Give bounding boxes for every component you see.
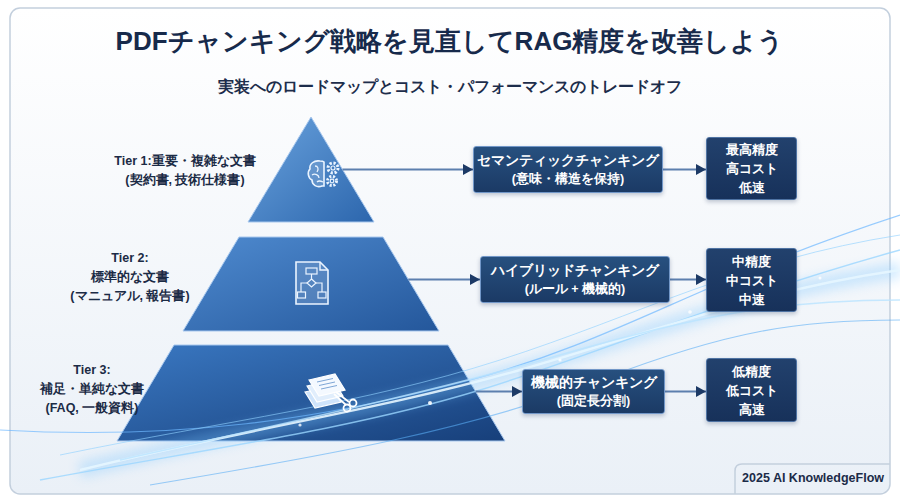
pyramid-tier: Tier 3:補足・単純な文書(FAQ, 一般資料) — [117, 345, 505, 441]
tier-label: Tier 3:補足・単純な文書(FAQ, 一般資料) — [17, 361, 167, 418]
tier-text: 標準的な文書 — [45, 268, 215, 287]
result-text: 最高精度 — [726, 140, 778, 159]
footer-note: 2025 AI KnowledgeFlow — [742, 471, 884, 485]
pyramid-tier: Tier 1:重要・複雑な文書(契約書, 技術仕様書) — [248, 117, 374, 222]
tier-text: Tier 3: — [17, 361, 167, 380]
subtitle: 実装へのロードマップとコスト・パフォーマンスのトレードオフ — [0, 77, 900, 98]
sparkle — [558, 358, 561, 361]
result-box: 低精度低コスト高速 — [706, 358, 797, 422]
result-text: 低速 — [739, 178, 765, 197]
method-box: 機械的チャンキング(固定長分割) — [522, 369, 665, 414]
result-text: 中精度 — [732, 252, 771, 271]
pyramid-layer-shape — [117, 345, 505, 441]
method-text: (ルール + 機械的) — [525, 280, 626, 298]
tier-text: (FAQ, 一般資料) — [17, 399, 167, 418]
flow-arrow — [670, 279, 706, 281]
flow-arrow — [663, 169, 706, 171]
tier-text: Tier 2: — [45, 249, 215, 268]
light-streak — [60, 235, 900, 455]
result-text: 低精度 — [732, 362, 771, 381]
pyramid-layer — [117, 345, 505, 441]
tier-text: Tier 1:重要・複雑な文書 — [85, 152, 285, 171]
flow-arrow — [476, 391, 522, 393]
sparkle — [819, 277, 822, 280]
flow-arrow — [343, 169, 474, 171]
tier-label: Tier 1:重要・複雑な文書(契約書, 技術仕様書) — [85, 152, 285, 190]
diagram-title: PDFチャンキング戦略を見直してRAG精度を改善しよう — [0, 24, 900, 59]
pyramid-tier: Tier 2:標準的な文書(マニュアル, 報告書) — [183, 237, 439, 331]
pyramid-layer — [248, 117, 374, 222]
method-text: 機械的チャンキング — [531, 374, 657, 392]
footer-tab — [735, 464, 890, 494]
tier-text: 補足・単純な文書 — [17, 380, 167, 399]
light-streak — [40, 250, 900, 480]
method-text: (意味・構造を保持) — [512, 170, 624, 188]
tier-label: Tier 2:標準的な文書(マニュアル, 報告書) — [45, 249, 215, 306]
pyramid-layer-shape — [183, 237, 439, 331]
result-text: 高速 — [739, 400, 765, 419]
flow-arrow — [408, 279, 480, 281]
result-text: 中コスト — [726, 271, 778, 290]
flow-arrow — [665, 391, 706, 393]
method-box: セマンティックチャンキング(意味・構造を保持) — [473, 146, 663, 193]
result-text: 低コスト — [726, 381, 778, 400]
result-text: 高コスト — [726, 159, 778, 178]
method-text: ハイブリッドチャンキング — [491, 262, 659, 280]
method-text: (固定長分割) — [557, 392, 630, 410]
tier-text: (マニュアル, 報告書) — [45, 287, 215, 306]
result-box: 中精度中コスト中速 — [706, 248, 797, 312]
pyramid-layer-shape — [248, 117, 374, 222]
method-text: セマンティックチャンキング — [477, 152, 659, 170]
sparkle — [688, 310, 692, 314]
result-text: 中速 — [739, 290, 765, 309]
tier-text: (契約書, 技術仕様書) — [85, 171, 285, 190]
pyramid-layer — [183, 237, 439, 331]
result-box: 最高精度高コスト低速 — [706, 137, 797, 200]
method-box: ハイブリッドチャンキング(ルール + 機械的) — [480, 256, 670, 303]
